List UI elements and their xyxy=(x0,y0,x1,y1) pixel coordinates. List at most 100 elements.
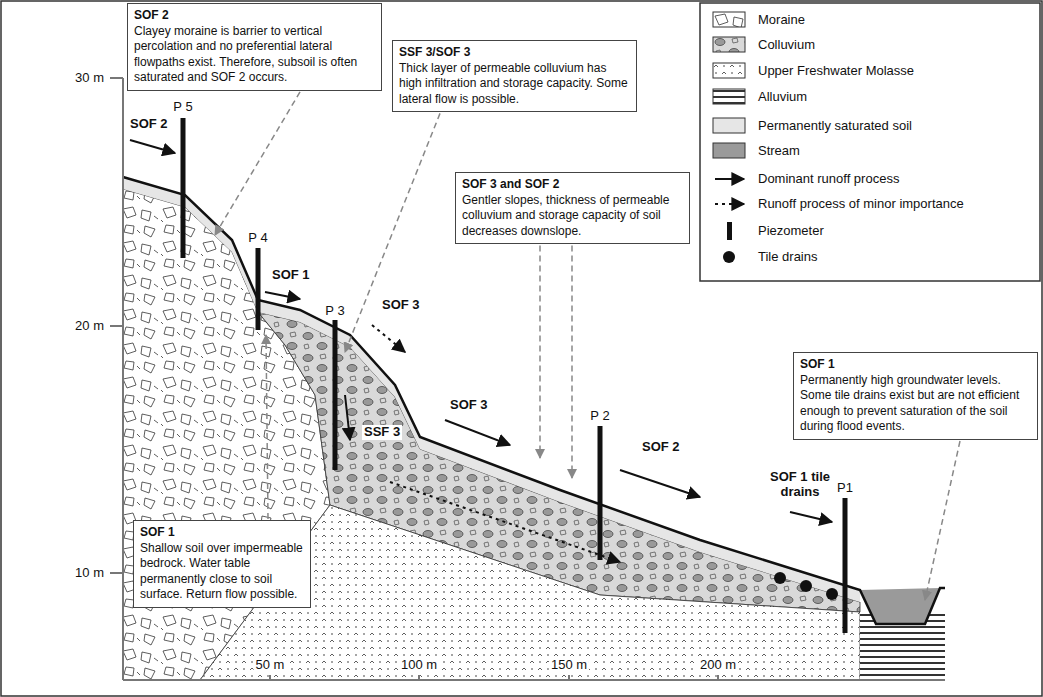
dominant-runoff-arrow xyxy=(345,395,350,440)
figure-label: P 4 xyxy=(246,231,269,246)
legend-text: Alluvium xyxy=(758,89,807,104)
legend-pattern xyxy=(713,12,745,27)
legend-pattern xyxy=(713,89,745,104)
legend-sample xyxy=(712,36,748,54)
legend-sample xyxy=(712,222,748,240)
callout-body: Thick layer of permeable colluvium has h… xyxy=(399,61,630,108)
legend-text: Runoff process of minor importance xyxy=(758,196,964,211)
legend-text: Moraine xyxy=(758,12,805,27)
legend-entry: Colluvium xyxy=(712,35,1032,55)
legend-dot xyxy=(723,251,735,263)
legend-text: Tile drains xyxy=(758,249,817,264)
minor-runoff-arrow xyxy=(390,482,620,562)
figure-label: SOF 1 tile drains xyxy=(763,470,837,500)
tile-drain xyxy=(800,580,812,592)
figure-label: P1 xyxy=(835,481,855,496)
legend-text: Colluvium xyxy=(758,37,815,52)
leader-line xyxy=(925,441,960,600)
leader-line xyxy=(345,113,440,352)
axis-label: 150 m xyxy=(549,658,589,673)
axis-label: 50 m xyxy=(254,658,287,673)
figure-label: P 5 xyxy=(171,100,194,115)
axis-label: 30 m xyxy=(73,71,106,86)
legend-sample xyxy=(712,195,748,213)
minor-runoff-arrow xyxy=(372,325,405,352)
callout-box: SOF 1Permanently high groundwater levels… xyxy=(793,352,1038,440)
legend-entry: Dominant runoff process xyxy=(712,169,1032,189)
figure-label: P 3 xyxy=(323,304,346,319)
legend-entry: Alluvium xyxy=(712,87,1032,107)
leader-line xyxy=(571,245,573,478)
legend-sample xyxy=(712,117,748,135)
legend-piezometer xyxy=(727,222,732,240)
legend-entry: Stream xyxy=(712,141,1032,161)
callout-box: SOF 3 and SOF 2Gentler slopes, thickness… xyxy=(455,172,690,244)
callout-box: SOF 1Shallow soil over impermeable bedro… xyxy=(133,520,311,608)
legend-sample xyxy=(712,62,748,80)
leader-line xyxy=(215,92,300,235)
legend-text: Upper Freshwater Molasse xyxy=(758,63,914,78)
callout-heading: SOF 1 xyxy=(800,357,1031,373)
dominant-runoff-arrow xyxy=(790,512,832,522)
figure-label: SOF 2 xyxy=(640,440,682,455)
figure-label: SOF 3 xyxy=(448,398,490,413)
piezometer xyxy=(333,320,338,470)
piezometer xyxy=(598,426,603,560)
axis-label: 20 m xyxy=(73,319,106,334)
legend-text: Stream xyxy=(758,143,800,158)
legend-entry: Runoff process of minor importance xyxy=(712,194,1032,214)
leader-line xyxy=(266,335,268,519)
callout-box: SSF 3/SOF 3Thick layer of permeable coll… xyxy=(392,40,637,112)
callout-heading: SOF 2 xyxy=(134,8,375,24)
legend-pattern xyxy=(713,37,745,52)
legend-swatch xyxy=(713,118,745,133)
legend-sample xyxy=(712,88,748,106)
axis-label: 200 m xyxy=(698,658,738,673)
figure-label: SSF 3 xyxy=(362,425,402,440)
piezometer xyxy=(181,118,186,258)
callout-body: Gentler slopes, thickness of permeable c… xyxy=(462,193,683,240)
legend-text: Piezometer xyxy=(758,223,824,238)
figure-label: SOF 2 xyxy=(128,117,170,132)
dominant-runoff-arrow xyxy=(620,470,700,497)
callout-body: Shallow soil over impermeable bedrock. W… xyxy=(140,541,304,603)
legend-text: Permanently saturated soil xyxy=(758,118,912,133)
legend-entry: Piezometer xyxy=(712,221,1032,241)
figure-label: P 2 xyxy=(588,409,611,424)
dominant-runoff-arrow xyxy=(130,140,175,153)
callout-box: SOF 2Clayey moraine is barrier to vertic… xyxy=(127,3,382,91)
figure-label: SOF 3 xyxy=(380,298,422,313)
callout-body: Clayey moraine is barrier to vertical pe… xyxy=(134,24,375,86)
legend-sample xyxy=(712,11,748,29)
legend-text: Dominant runoff process xyxy=(758,171,899,186)
tile-drain xyxy=(826,588,838,600)
figure-label: SOF 1 xyxy=(270,268,312,283)
axis-label: 10 m xyxy=(73,566,106,581)
leader-line xyxy=(539,245,541,458)
legend-entry: Moraine xyxy=(712,10,1032,30)
legend-sample xyxy=(712,142,748,160)
legend-entry: Tile drains xyxy=(712,247,1032,267)
callout-heading: SOF 1 xyxy=(140,525,304,541)
piezometer xyxy=(256,248,261,330)
legend-pattern xyxy=(713,63,745,78)
legend-swatch xyxy=(713,143,745,158)
legend-entry: Permanently saturated soil xyxy=(712,116,1032,136)
axis-label: 100 m xyxy=(399,658,439,673)
legend-entry: Upper Freshwater Molasse xyxy=(712,61,1032,81)
legend-arrow xyxy=(715,203,744,205)
tile-drain xyxy=(774,572,786,584)
callout-heading: SOF 3 and SOF 2 xyxy=(462,177,683,193)
callout-body: Permanently high groundwater levels. Som… xyxy=(800,373,1031,435)
legend-box xyxy=(700,3,1040,281)
callout-heading: SSF 3/SOF 3 xyxy=(399,45,630,61)
piezometer xyxy=(843,498,848,633)
legend-sample xyxy=(712,170,748,188)
legend-arrow xyxy=(715,178,744,180)
dominant-runoff-arrow xyxy=(445,420,510,445)
dominant-runoff-arrow xyxy=(265,292,300,299)
legend-sample xyxy=(712,248,748,266)
moraine-layer xyxy=(123,189,330,680)
